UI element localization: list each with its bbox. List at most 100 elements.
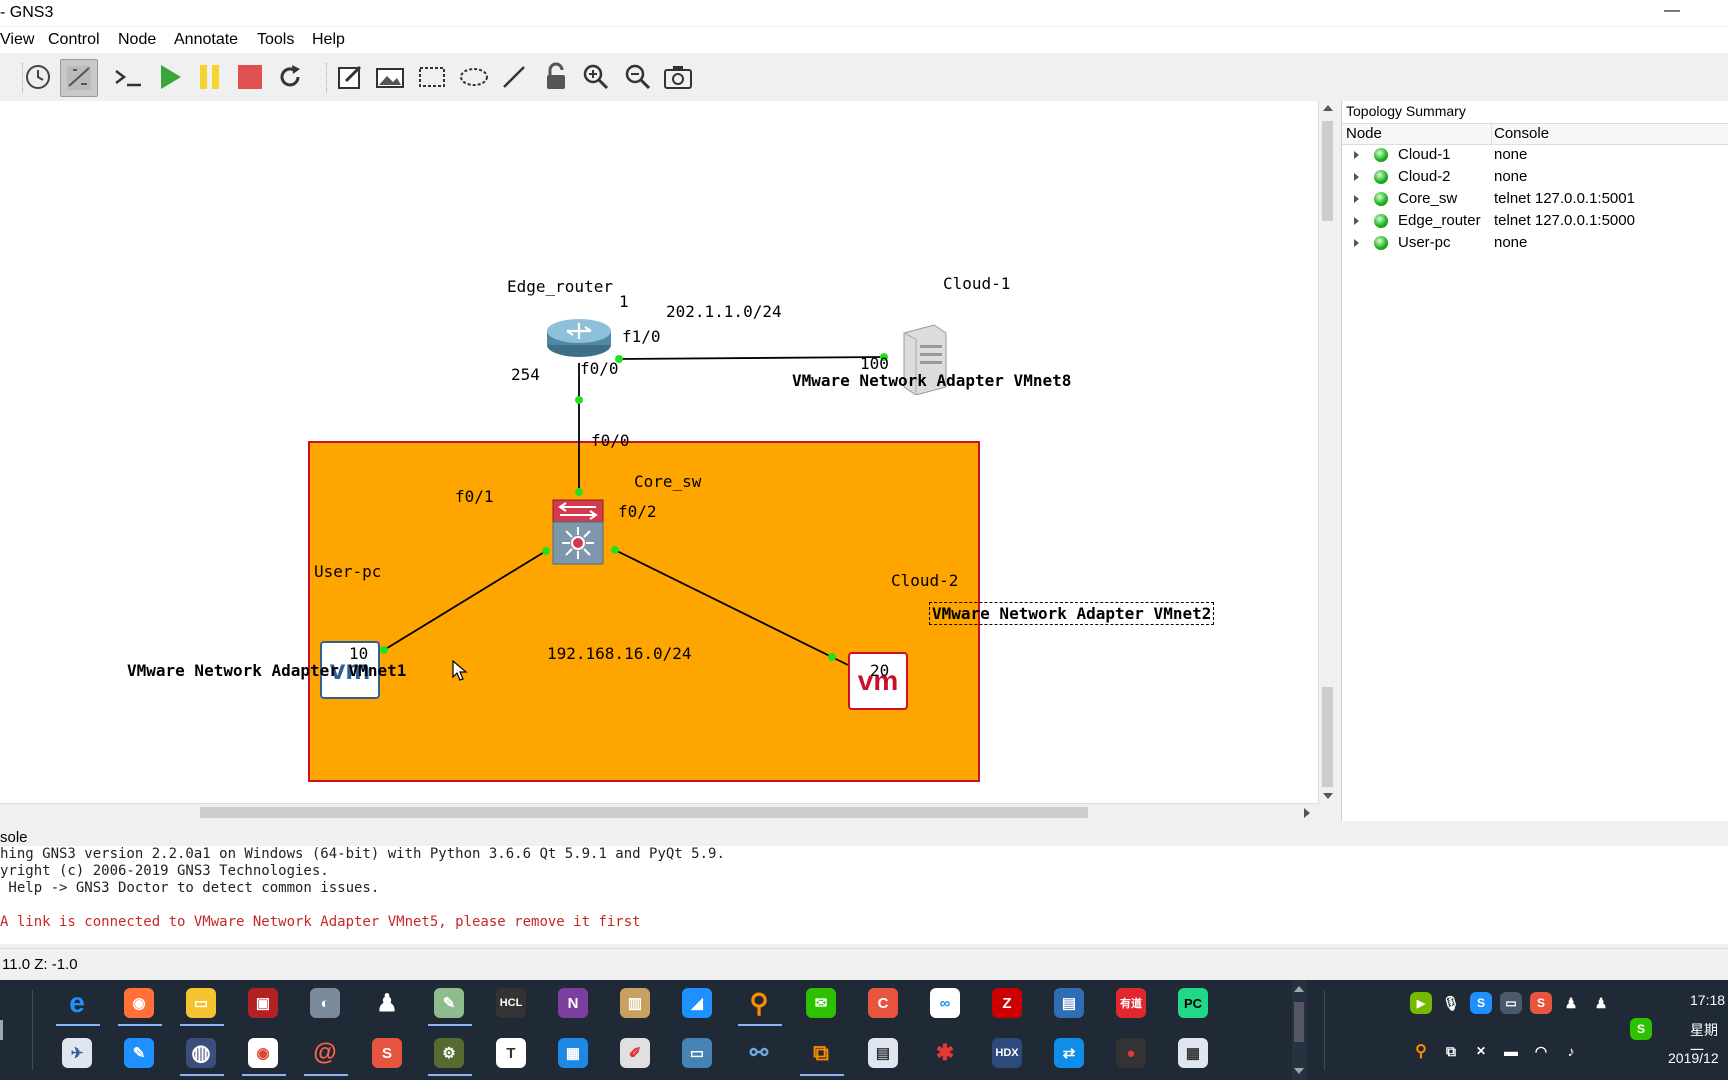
link-switch-userpc[interactable] — [383, 550, 547, 651]
save-disk-icon[interactable]: ▤ — [1054, 988, 1084, 1018]
vmware-icon[interactable]: ⧉ — [806, 1038, 836, 1068]
topology-row-cloud-1[interactable]: Cloud-1 none — [1342, 145, 1728, 167]
link-switch-cloud2[interactable] — [614, 549, 849, 666]
scroll-up-arrow-icon[interactable] — [1323, 105, 1333, 111]
firefox-icon[interactable]: ◉ — [124, 988, 154, 1018]
remote-app-icon[interactable]: ▦ — [558, 1038, 588, 1068]
expand-arrow-icon[interactable] — [1354, 151, 1359, 159]
network-tool-icon[interactable]: ⚙ — [434, 1038, 464, 1068]
gns3-taskbar-icon[interactable]: ◍ — [186, 1038, 216, 1068]
battery-tray-icon[interactable]: ▬ — [1500, 1040, 1522, 1062]
menu-control[interactable]: Control — [48, 31, 100, 48]
taskbar-scroll-thumb[interactable] — [1294, 1002, 1304, 1042]
draw-rectangle-icon[interactable] — [414, 59, 450, 95]
expand-arrow-icon[interactable] — [1354, 173, 1359, 181]
scroll-right-arrow-icon[interactable] — [1304, 808, 1310, 818]
router-node-icon[interactable] — [545, 311, 613, 359]
security-tray-icon[interactable]: ✕ — [1470, 1040, 1492, 1062]
taskbar-scroll-up-icon[interactable] — [1294, 986, 1304, 992]
youdao-icon[interactable]: 有道 — [1116, 988, 1146, 1018]
volume-tray-icon[interactable]: ♪ — [1560, 1040, 1582, 1062]
microphone-tray-icon[interactable]: 🎙 — [1440, 992, 1462, 1014]
lan-subnet-label[interactable]: 192.168.16.0/24 — [547, 644, 692, 663]
scroll-down-arrow-icon[interactable] — [1323, 793, 1333, 799]
host-id-10[interactable]: 10 — [349, 644, 369, 663]
core-sw-label[interactable]: Core_sw — [634, 472, 702, 491]
clock-date[interactable]: 2019/12 — [1668, 1050, 1719, 1066]
app-c-icon[interactable]: C — [868, 988, 898, 1018]
host-id-1[interactable]: 1 — [619, 292, 629, 311]
canvas-vertical-scrollbar[interactable] — [1318, 101, 1336, 805]
minimize-button[interactable]: — — [1664, 2, 1680, 19]
vmnet1-label[interactable]: VMware Network Adapter VMnet1 — [127, 661, 407, 680]
chrome-icon[interactable]: ◉ — [248, 1038, 278, 1068]
wps-icon[interactable]: S — [372, 1038, 402, 1068]
filezilla-icon[interactable]: Z — [992, 988, 1022, 1018]
vertical-scroll-thumb[interactable] — [1322, 121, 1333, 221]
expand-arrow-icon[interactable] — [1354, 239, 1359, 247]
zoom-out-icon[interactable] — [620, 59, 656, 95]
cloud2-vm-icon[interactable]: vm — [848, 652, 908, 710]
search-tray-icon[interactable]: ⚲ — [1410, 1040, 1432, 1062]
user-pc-vm-icon[interactable]: vm — [320, 641, 380, 699]
bug-app-icon[interactable]: ✱ — [930, 1038, 960, 1068]
user-pc-label[interactable]: User-pc — [314, 562, 382, 581]
topology-canvas[interactable]: vm vm Edge_router Cloud-1 1 202.1.1.0/24… — [0, 101, 1318, 805]
recorder-icon[interactable]: ● — [1116, 1038, 1146, 1068]
wireshark-icon[interactable]: ◢ — [682, 988, 712, 1018]
wechat-icon[interactable]: ✉ — [806, 988, 836, 1018]
cloud1-label[interactable]: Cloud-1 — [943, 274, 1011, 293]
cloud2-label[interactable]: Cloud-2 — [891, 571, 959, 590]
vertical-scroll-thumb-lower[interactable] — [1322, 687, 1333, 787]
screenshot-camera-icon[interactable] — [660, 59, 696, 95]
menu-node[interactable]: Node — [118, 31, 157, 48]
console-all-icon[interactable] — [110, 59, 146, 95]
edge-browser-icon[interactable]: e — [62, 987, 92, 1018]
nvidia-tray-icon[interactable]: ▶ — [1410, 992, 1432, 1014]
image-editor-icon[interactable]: ✎ — [434, 988, 464, 1018]
topology-row-core-sw[interactable]: Core_sw telnet 127.0.0.1:5001 — [1342, 189, 1728, 211]
sogou-ime-icon[interactable]: S — [1630, 1018, 1652, 1040]
teamviewer-icon[interactable]: ⇄ — [1054, 1038, 1084, 1068]
topology-row-user-pc[interactable]: User-pc none — [1342, 233, 1728, 255]
qq-tray-icon[interactable]: ♟ — [1560, 992, 1582, 1014]
multilayer-switch-icon[interactable] — [552, 499, 604, 565]
console-output[interactable]: hing GNS3 version 2.2.0a1 on Windows (64… — [0, 846, 1728, 944]
pinned-app-icon[interactable]: ▦ — [1178, 1038, 1208, 1068]
edge-router-label[interactable]: Edge_router — [507, 277, 613, 296]
host-id-254[interactable]: 254 — [511, 365, 540, 384]
menu-help[interactable]: Help — [312, 31, 345, 48]
host-id-100[interactable]: 100 — [860, 354, 889, 373]
clock-weekday[interactable]: 星期一 — [1690, 1022, 1718, 1058]
start-all-icon[interactable] — [152, 59, 188, 95]
hdx-icon[interactable]: HDX — [992, 1038, 1022, 1068]
insert-picture-icon[interactable] — [372, 59, 408, 95]
add-note-icon[interactable] — [332, 59, 368, 95]
paint-icon[interactable]: ✐ — [620, 1038, 650, 1068]
draw-line-icon[interactable] — [496, 59, 532, 95]
canvas-horizontal-scrollbar[interactable] — [0, 803, 1318, 821]
menu-tools[interactable]: Tools — [257, 31, 295, 48]
topology-row-cloud-2[interactable]: Cloud-2 none — [1342, 167, 1728, 189]
lan-zone-rectangle[interactable] — [308, 441, 980, 782]
remote-desktop-icon[interactable]: ◐ — [310, 988, 340, 1018]
vmnet2-label[interactable]: VMware Network Adapter VMnet2 — [929, 602, 1215, 625]
cloud1-server-icon[interactable] — [898, 323, 950, 396]
column-header-console[interactable]: Console — [1494, 125, 1550, 142]
computer-icon[interactable]: ▭ — [682, 1038, 712, 1068]
wan-subnet-label[interactable]: 202.1.1.0/24 — [666, 302, 782, 321]
snapshot-clock-icon[interactable] — [20, 59, 56, 95]
host-id-20[interactable]: 20 — [870, 661, 890, 680]
wps-tray-icon[interactable]: S — [1530, 992, 1552, 1014]
cloud-drive-icon[interactable]: ∞ — [930, 988, 960, 1018]
docs-app-icon[interactable]: ✎ — [124, 1038, 154, 1068]
horizontal-scroll-thumb[interactable] — [200, 807, 1088, 818]
spiral-app-icon[interactable]: @ — [310, 1038, 340, 1068]
taskbar-scrollbar[interactable] — [1292, 980, 1306, 1080]
qq-tray-icon-2[interactable]: ♟ — [1590, 992, 1612, 1014]
network-adapter-tray-icon[interactable]: ⧉ — [1440, 1040, 1462, 1062]
suspend-all-icon[interactable] — [192, 59, 228, 95]
column-header-node[interactable]: Node — [1346, 125, 1382, 142]
hcl-icon[interactable]: HCL — [496, 988, 526, 1018]
search-tool-icon[interactable]: ⚲ — [744, 988, 774, 1018]
